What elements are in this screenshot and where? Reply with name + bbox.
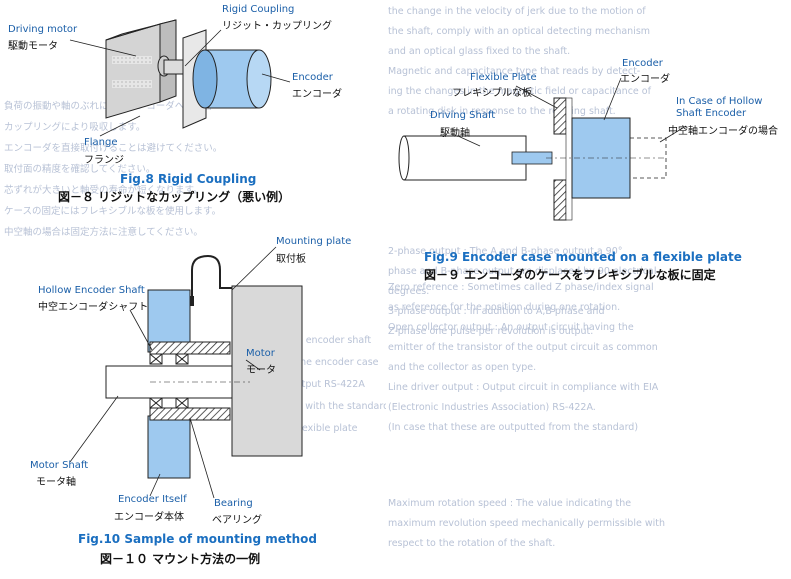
- fig8-caption: Fig.8 Rigid Coupling: [120, 172, 257, 186]
- fig9-hollow-case-label-2: Shaft Encoder: [676, 108, 747, 119]
- bg-right-lower: Zero reference : Sometimes called Z phas…: [388, 278, 791, 578]
- bg-line: カップリングにより吸収します。: [4, 122, 146, 133]
- fig10-hollow-shaft-label-jp: 中空エンコーダシャフト: [38, 302, 149, 313]
- bg-right-column: the change in the velocity of jerk due t…: [388, 2, 791, 579]
- fig9-flexible-plate-label: Flexible Plate: [470, 72, 537, 83]
- fig10-caption-jp: 図－１０ マウント方法の一例: [100, 552, 261, 566]
- fig10-motor-shaft-label-jp: モータ軸: [36, 477, 76, 488]
- fig8-flange-label-jp: フランジ: [84, 155, 124, 166]
- fig9-driving-shaft-label-jp: 駆動軸: [440, 128, 470, 139]
- bg-line: Maximum rotation speed : The value indic…: [388, 498, 632, 509]
- fig10-bearing-label: Bearing: [214, 498, 253, 509]
- bg-line: 芯ずれが大きいと軸受の寿命が短くなります。: [4, 185, 203, 196]
- bg-line: emitter of the transistor of the output …: [388, 342, 658, 353]
- fig8-flange-label: Flange: [84, 137, 118, 148]
- bg-line: Z-phase one pulse per revolution is outp…: [388, 326, 594, 337]
- bg-line: 取付面の精度を確認してください。: [4, 164, 156, 175]
- fig10-encoder-itself-label: Encoder Itself: [118, 494, 187, 505]
- bg-line: and the collector as open type.: [388, 362, 537, 373]
- fig10-hollow-shaft-label: Hollow Encoder Shaft: [38, 285, 145, 296]
- bg-line: a rotating disk in response to the rotat…: [388, 106, 616, 117]
- fig9-caption-jp: 図－９ エンコーダのケースをフレキシブルな板に固定: [424, 268, 716, 282]
- fig8-rigid-coupling-label-jp: リジット・カップリング: [222, 21, 332, 32]
- fig10-encoder-itself-label-jp: エンコーダ本体: [114, 512, 184, 523]
- fig10-motor-label: Motor: [246, 348, 275, 359]
- bg-line: Subject to the encoder shaft: [236, 335, 372, 346]
- fig10-drawing: [69, 246, 303, 499]
- bg-line: phase and B-phase output are displaced b…: [388, 266, 657, 277]
- bg-line: Magnetic and capacitance type that reads…: [388, 66, 641, 77]
- bg-line: エンコーダを直接取付けることは避けてください。: [4, 143, 223, 154]
- fig8-drawing: [69, 19, 291, 137]
- bg-line: 2-phase output : The A and B-phase outpu…: [388, 246, 623, 257]
- fig8-driving-motor-label: Driving motor: [8, 24, 78, 35]
- fig8-caption-jp: 図－８ リジットなカップリング（悪い例）: [58, 190, 291, 204]
- bg-line: degrees.: [388, 286, 430, 297]
- fig9-caption: Fig.9 Encoder case mounted on a flexible…: [424, 250, 742, 264]
- bg-line: maximum revolution speed mechanically pe…: [388, 518, 665, 529]
- fig9-hollow-case-label-jp: 中空軸エンコーダの場合: [668, 126, 778, 137]
- fig10-mounting-plate-label-jp: 取付板: [276, 254, 306, 265]
- fig9-drawing: [398, 77, 687, 221]
- bg-line: ing the changes in the magnetic field or…: [388, 86, 651, 97]
- fig9-hollow-case-label-1: In Case of Hollow: [676, 96, 763, 107]
- fig9-flexible-plate-label-jp: フレキシブルな板: [452, 88, 532, 99]
- bg-line: (Electronic Industries Association) RS-4…: [388, 402, 596, 413]
- bg-line: Open collector output : An output circui…: [388, 322, 634, 333]
- fig10-motor-label-jp: モータ: [246, 365, 276, 376]
- bg-line: as reference for the position during one…: [388, 302, 621, 313]
- bg-line: in compliance with the standard: [236, 401, 386, 412]
- fig8-encoder-label: Encoder: [292, 72, 333, 83]
- fig8-driving-motor-label-jp: 駆動モータ: [8, 41, 58, 52]
- fig10-caption: Fig.10 Sample of mounting method: [78, 532, 317, 546]
- fig10-motor-shaft-label: Motor Shaft: [30, 460, 89, 471]
- bg-line: the shaft, comply with an optical detect…: [388, 26, 651, 37]
- bg-line: ケースの固定にはフレキシブルな板を使用します。: [4, 206, 222, 217]
- fig10-bearing-label-jp: ベアリング: [212, 515, 262, 526]
- bg-line: Zero reference : Sometimes called Z phas…: [388, 282, 654, 293]
- bg-line: and an optical glass fixed to the shaft.: [388, 46, 571, 57]
- bg-line: 中空軸の場合は固定方法に注意してください。: [4, 227, 203, 238]
- bg-line: respect to the rotation of the shaft.: [388, 538, 556, 549]
- fig9-encoder-label: Encoder: [622, 58, 663, 69]
- fig8-rigid-coupling-label: Rigid Coupling: [222, 4, 295, 15]
- bg-line: the change in the velocity of jerk due t…: [388, 6, 646, 17]
- bg-line: Driving with the encoder case: [236, 357, 379, 368]
- bg-line: (In case that these are outputted from t…: [388, 422, 639, 433]
- fig9-driving-shaft-label: Driving Shaft: [430, 110, 496, 121]
- fig9-encoder-label-jp: エンコーダ: [620, 74, 670, 85]
- fig10-mounting-plate-label: Mounting plate: [276, 236, 352, 247]
- fig8-encoder-label-jp: エンコーダ: [292, 89, 342, 100]
- bg-line: Line driver output : Output circuit in c…: [388, 382, 659, 393]
- bg-line: 3-phase output : In addition to A,B phas…: [388, 306, 605, 317]
